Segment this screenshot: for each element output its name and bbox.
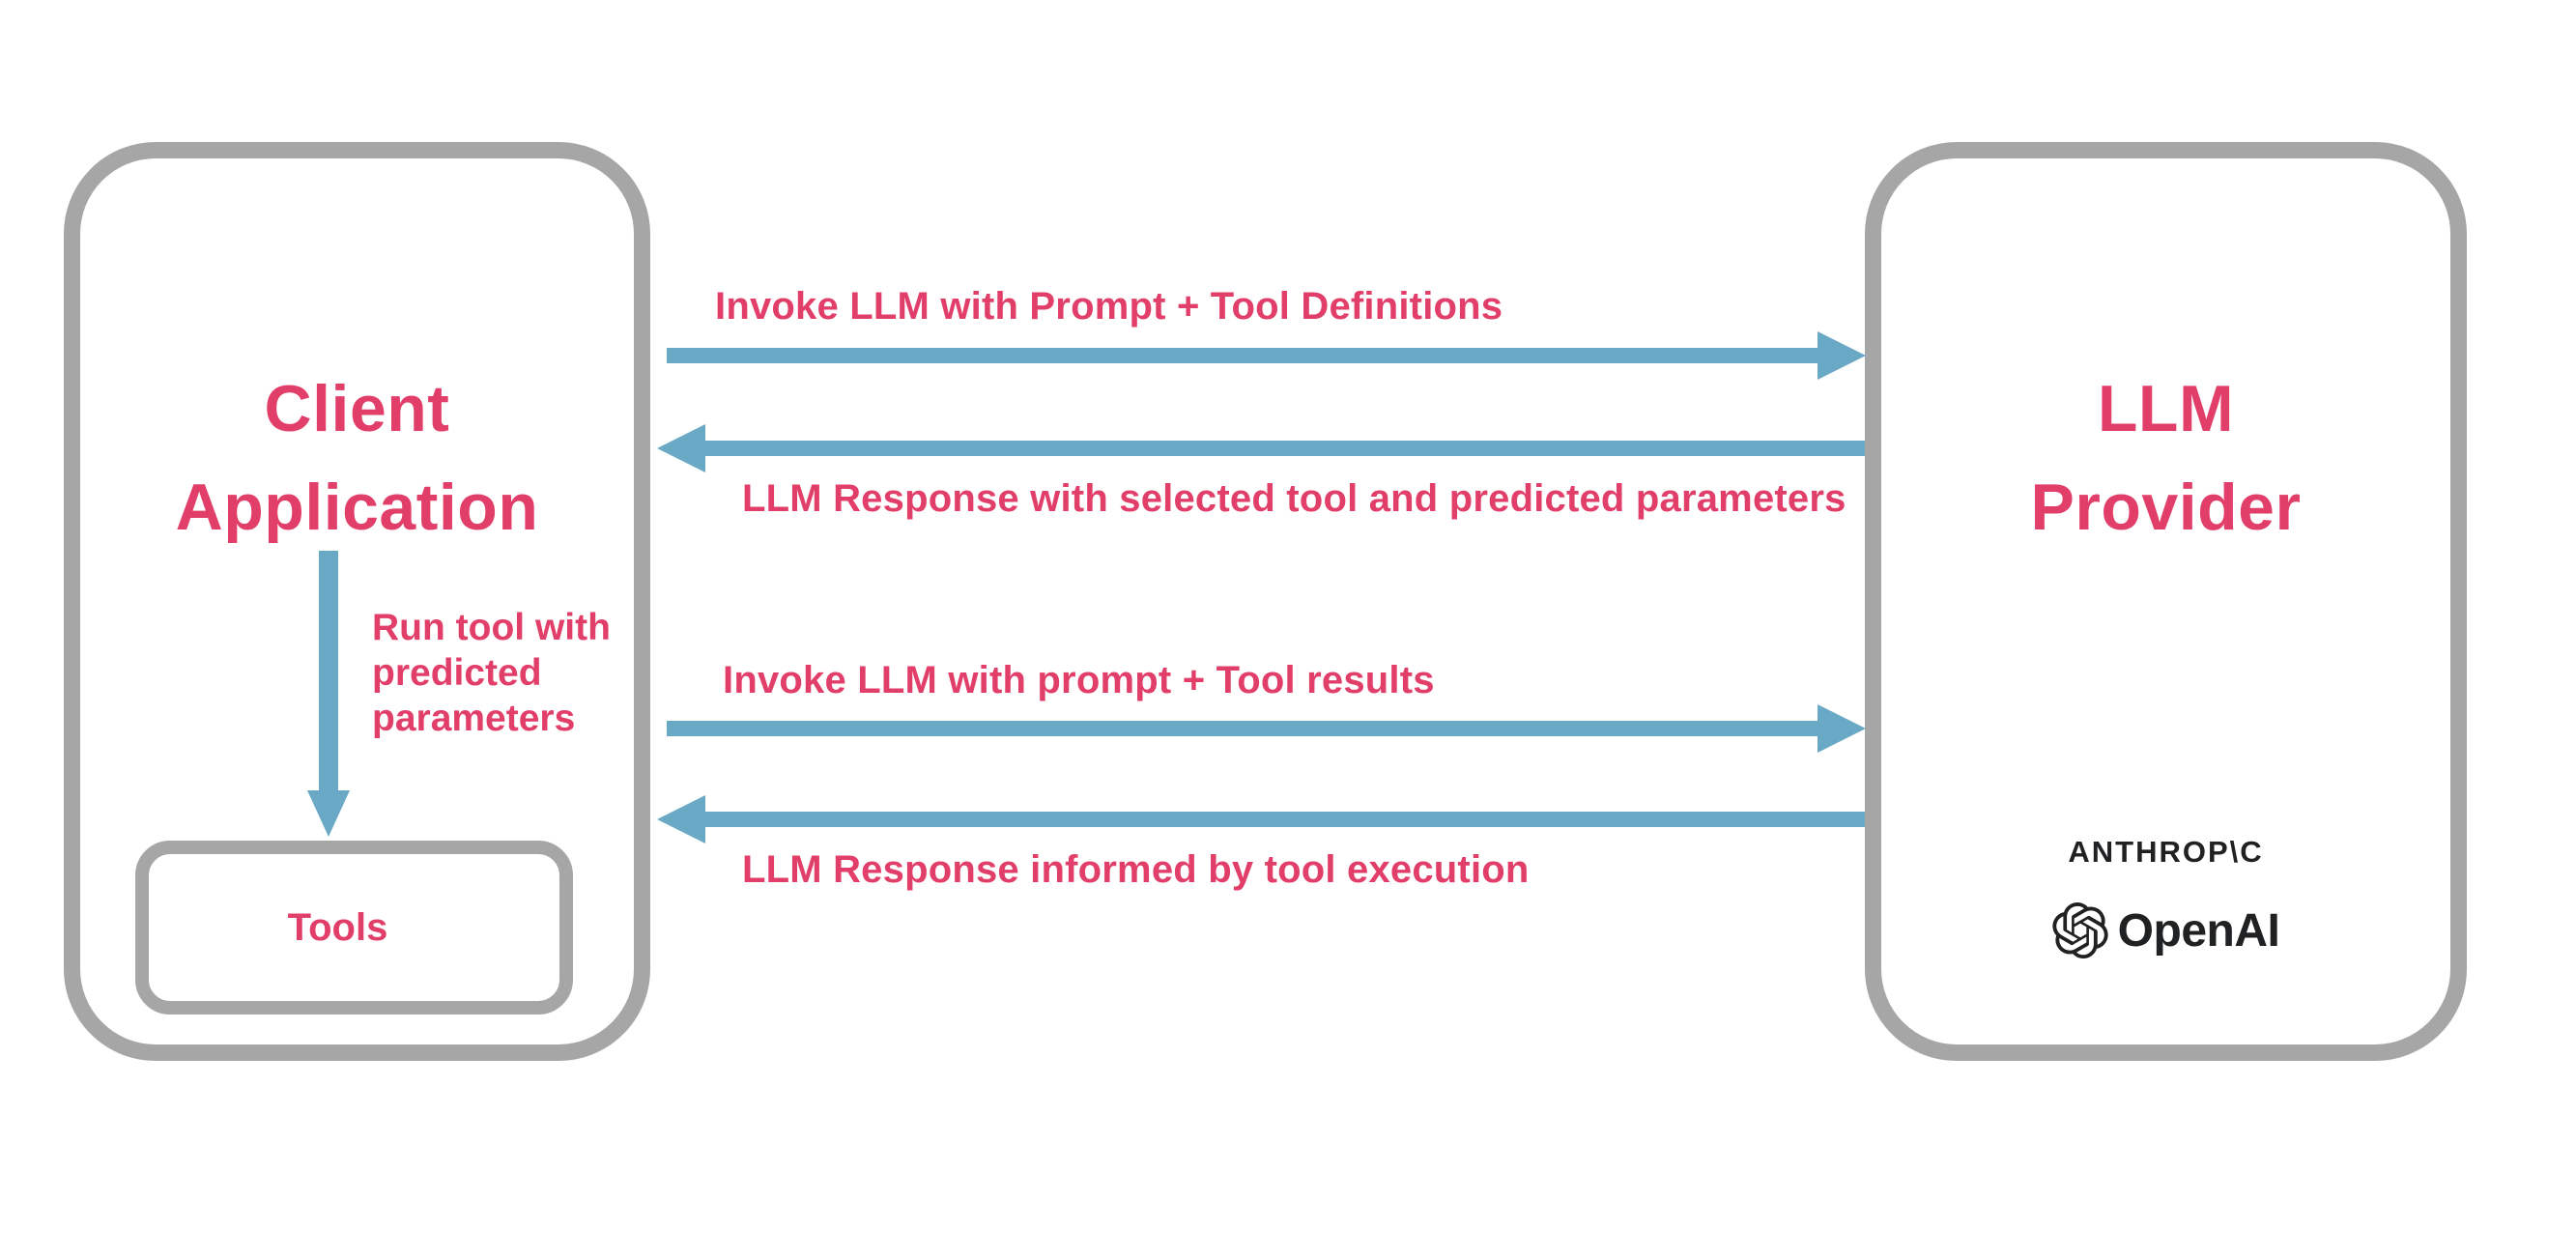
arrow-run-tool-head-icon bbox=[307, 790, 350, 837]
arrow-run-tool-shaft bbox=[319, 551, 338, 792]
anthropic-logo: ANTHROP\C bbox=[2068, 835, 2264, 869]
arrow-response-informed-head-icon bbox=[657, 795, 705, 843]
arrow-invoke-results-head-icon bbox=[1818, 704, 1866, 753]
arrow-invoke-results-shaft bbox=[667, 721, 1818, 736]
label-response-selected-tool: LLM Response with selected tool and pred… bbox=[742, 477, 1846, 520]
arrow-response-informed-shaft bbox=[704, 812, 1865, 827]
arrow-invoke-definitions-head-icon bbox=[1818, 331, 1866, 380]
arrow-response-selected-head-icon bbox=[657, 424, 705, 472]
label-run-tool: Run tool with predicted parameters bbox=[372, 607, 611, 739]
label-invoke-with-definitions: Invoke LLM with Prompt + Tool Definition… bbox=[715, 285, 1503, 328]
tools-label: Tools bbox=[287, 905, 388, 949]
llm-provider-title: LLM Provider bbox=[2030, 372, 2302, 544]
arrow-response-selected-shaft bbox=[704, 441, 1865, 456]
tools-box: Tools bbox=[135, 841, 573, 1015]
openai-icon bbox=[2052, 902, 2108, 958]
arrow-invoke-definitions-shaft bbox=[667, 348, 1818, 363]
client-application-title: Client Application bbox=[175, 372, 539, 544]
label-response-informed: LLM Response informed by tool execution bbox=[742, 848, 1530, 891]
openai-logo: OpenAI bbox=[1865, 902, 2467, 958]
label-invoke-with-results: Invoke LLM with prompt + Tool results bbox=[723, 659, 1435, 701]
openai-wordmark: OpenAI bbox=[2117, 904, 2280, 957]
llm-provider-box bbox=[1865, 142, 2467, 1061]
